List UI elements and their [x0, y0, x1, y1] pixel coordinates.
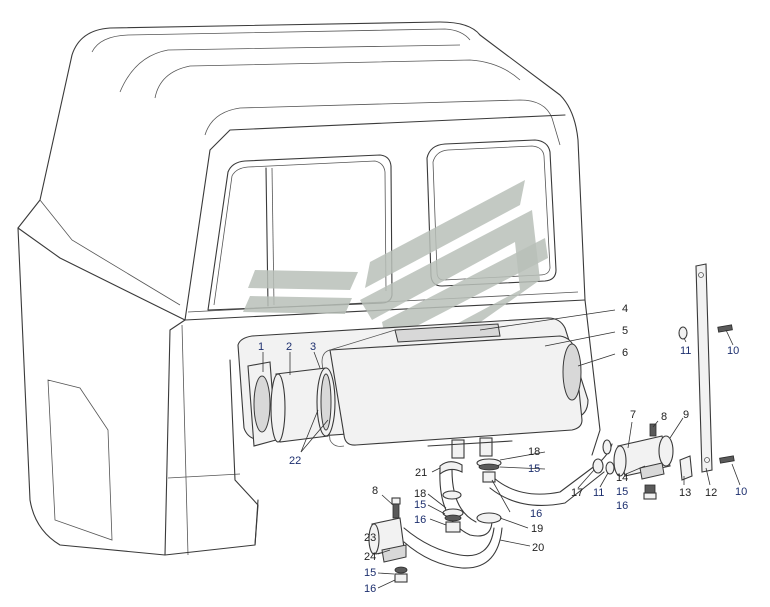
callout-14: 14: [616, 472, 628, 484]
callout-2: 2: [286, 341, 292, 353]
callout-7: 7: [630, 409, 636, 421]
callout-19: 19: [531, 523, 543, 535]
callout-8-right: 8: [661, 411, 667, 423]
callout-18-lower: 18: [414, 488, 426, 500]
callout-4: 4: [622, 303, 628, 315]
callout-9: 9: [683, 409, 689, 421]
callout-17: 17: [571, 487, 583, 499]
callout-24: 24: [364, 551, 376, 563]
callout-21: 21: [415, 467, 427, 479]
callout-6: 6: [622, 347, 628, 359]
callout-11-top: 11: [680, 345, 691, 357]
callout-15-lower: 15: [414, 499, 426, 511]
callout-10-bottom: 10: [735, 486, 747, 498]
callout-11-center: 11: [593, 487, 604, 499]
callout-16-bottom: 16: [364, 583, 376, 595]
callout-15-bottom: 15: [364, 567, 376, 579]
callout-1: 1: [258, 341, 264, 353]
callout-12: 12: [705, 487, 717, 499]
hoses: [403, 439, 613, 569]
callout-15-center: 15: [528, 463, 540, 475]
leader-lines: [262, 309, 741, 589]
callout-3: 3: [310, 341, 316, 353]
valve-assembly: [613, 423, 693, 500]
callout-5: 5: [622, 325, 628, 337]
air-intake-assembly: [247, 361, 336, 447]
callout-10-top: 10: [727, 345, 739, 357]
bracket-strip: [678, 263, 735, 473]
callout-16-center: 16: [530, 508, 542, 520]
callout-labels: 1 2 3 4 5 6 7 8 8 9 10 10 11 11 12 13 14…: [258, 303, 747, 595]
callout-15-right: 15: [616, 486, 628, 498]
fasteners-center: [439, 458, 615, 483]
callout-13: 13: [679, 487, 691, 499]
lower-valve-assembly: [368, 490, 464, 583]
callout-16-right: 16: [616, 500, 628, 512]
callout-20: 20: [532, 542, 544, 554]
callout-22: 22: [289, 455, 301, 467]
callout-16-lower: 16: [414, 514, 426, 526]
callout-23: 23: [364, 532, 376, 544]
callout-8-left: 8: [372, 485, 378, 497]
callout-18-center: 18: [528, 446, 540, 458]
